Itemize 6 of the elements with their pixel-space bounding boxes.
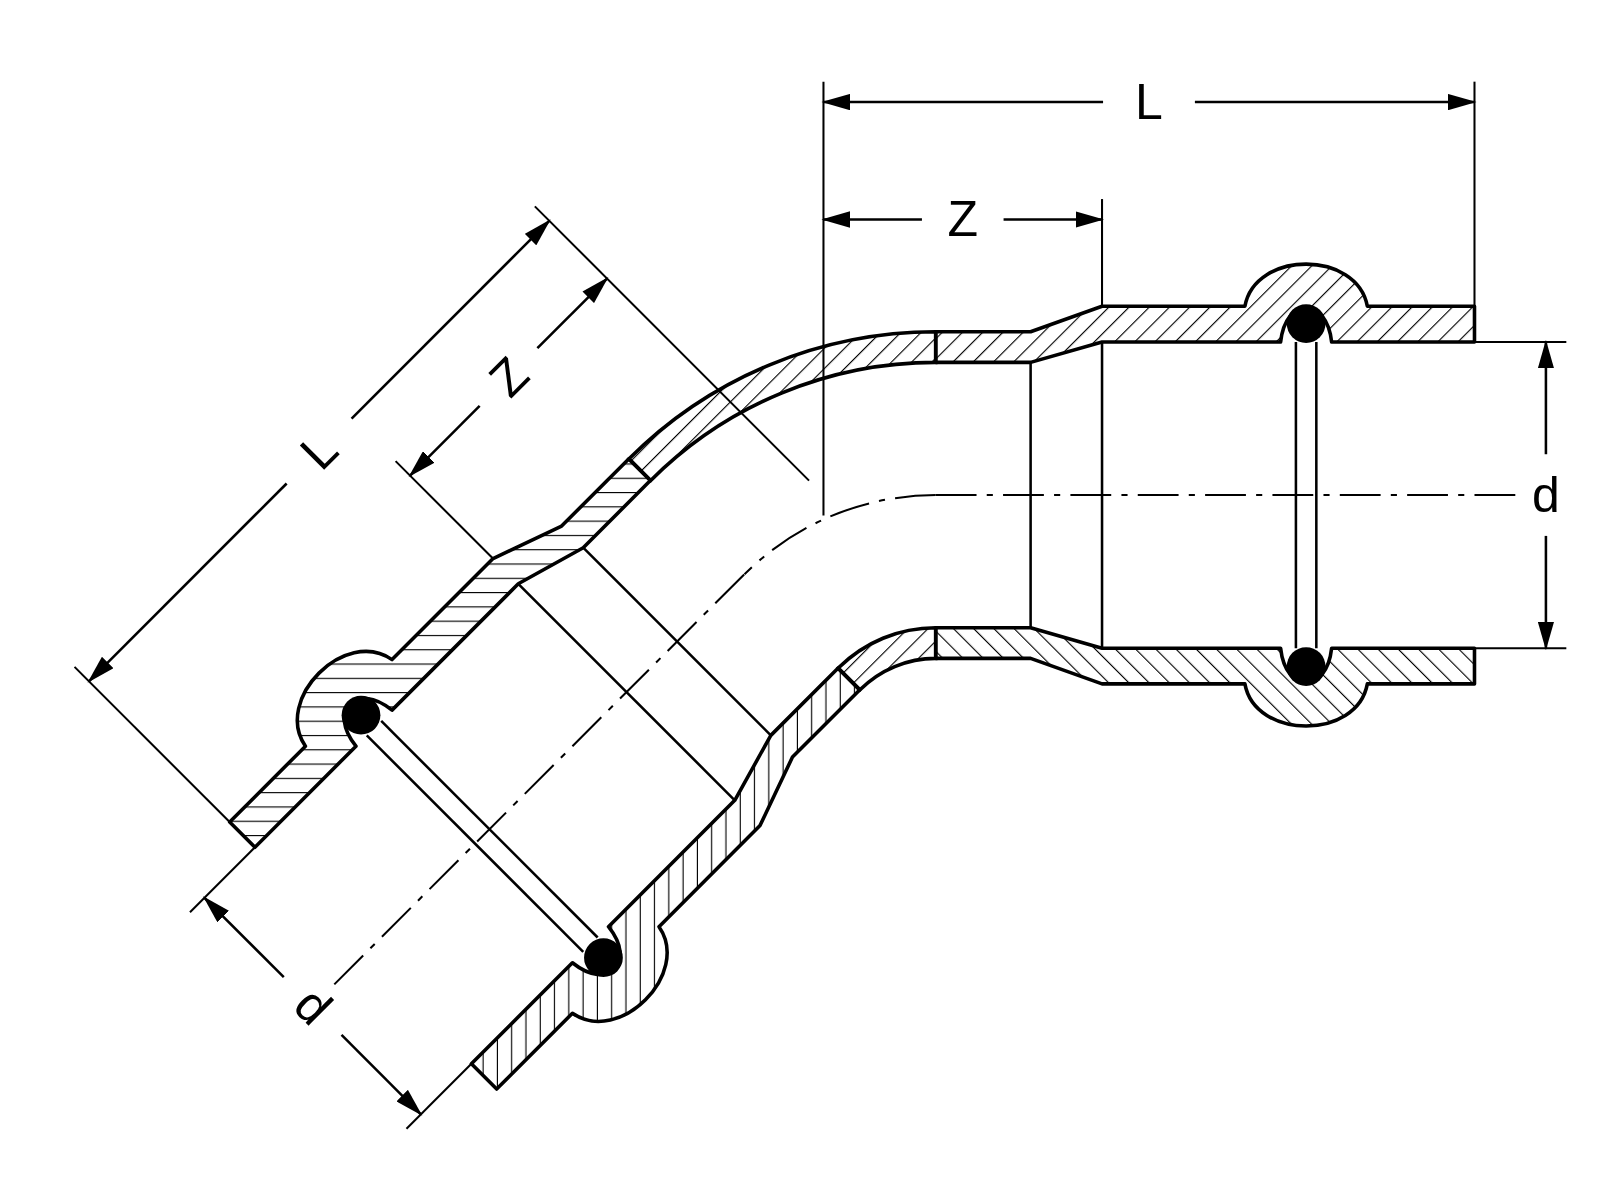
dimension-label: L — [1135, 77, 1163, 128]
dimension-label: d — [285, 978, 341, 1034]
dimension-label: Z — [480, 348, 537, 406]
dimension-label: Z — [947, 194, 978, 245]
dimension-label: d — [1532, 470, 1560, 521]
dimension-label: L — [291, 423, 347, 479]
